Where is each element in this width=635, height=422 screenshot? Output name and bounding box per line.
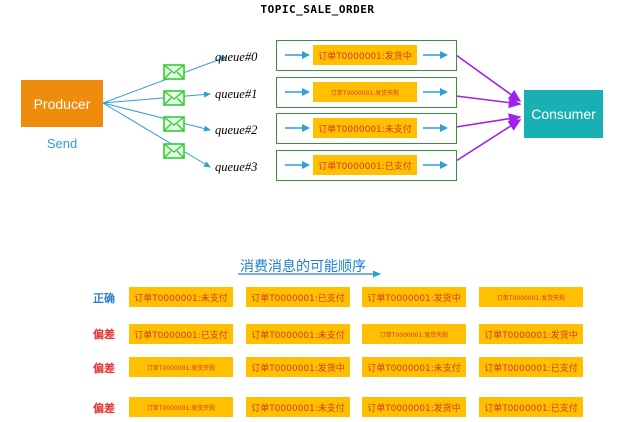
consume-line-queue1 xyxy=(455,95,522,109)
producer-label: Producer xyxy=(33,95,91,112)
order-cell: 订单T0000001:已支付 xyxy=(479,397,583,417)
order-cell: 订单T0000001:发货失败 xyxy=(362,324,466,344)
order-cell: 订单T0000001:未支付 xyxy=(246,324,350,344)
arrow-right-icon xyxy=(285,124,310,132)
arrow-right-icon xyxy=(423,51,448,59)
order-cell: 订单T0000001:发货失败 xyxy=(129,397,233,417)
diagram-title: TOPIC_SALE_ORDER xyxy=(260,3,375,16)
consume-line-queue3 xyxy=(455,119,522,162)
order-cell: 订单T0000001:已支付 xyxy=(479,357,583,377)
queue-box-0: 订单T0000001:发货中 xyxy=(276,40,457,71)
row-label-deviation: 偏差 xyxy=(93,362,115,375)
section-title: 消费消息的可能顺序 xyxy=(240,259,366,275)
row-label-deviation: 偏差 xyxy=(93,402,115,415)
queue-message-1: 订单T0000001:发货失败 xyxy=(313,82,417,102)
send-line-queue2 xyxy=(102,102,211,132)
arrow-right-icon xyxy=(423,88,448,96)
order-cell: 订单T0000001:发货失败 xyxy=(129,357,233,377)
consumer-node: Consumer xyxy=(524,90,603,138)
send-line-queue3 xyxy=(102,102,211,168)
send-line-queue1 xyxy=(102,91,211,104)
order-cell: 订单T0000001:发货中 xyxy=(246,357,350,377)
queue-box-3: 订单T0000001:已支付 xyxy=(276,150,457,181)
arrow-right-icon xyxy=(285,88,310,96)
order-cell: 订单T0000001:已支付 xyxy=(129,324,233,344)
queue-message-3: 订单T0000001:已支付 xyxy=(313,155,417,175)
queue-box-1: 订单T0000001:发货失败 xyxy=(276,77,457,108)
arrow-right-icon xyxy=(285,51,310,59)
order-cell: 订单T0000001:发货中 xyxy=(479,324,583,344)
send-label: Send xyxy=(46,136,78,151)
order-cell: 订单T0000001:发货中 xyxy=(362,287,466,307)
envelope-icon xyxy=(163,143,185,159)
order-cell: 订单T0000001:未支付 xyxy=(129,287,233,307)
consume-line-queue2 xyxy=(455,113,522,128)
envelope-icon xyxy=(163,116,185,132)
queue-message-2: 订单T0000001:未支付 xyxy=(313,118,417,138)
queue-label-3: queue#3 xyxy=(215,160,258,174)
order-cell: 订单T0000001:发货中 xyxy=(362,397,466,417)
order-cell: 订单T0000001:未支付 xyxy=(246,397,350,417)
order-cell: 订单T0000001:发货失败 xyxy=(479,287,583,307)
order-cell: 订单T0000001:已支付 xyxy=(246,287,350,307)
producer-node: Producer xyxy=(21,80,103,127)
queue-label-1: queue#1 xyxy=(215,87,258,101)
envelope-icon xyxy=(163,90,185,106)
row-label-deviation: 偏差 xyxy=(93,328,115,341)
consumer-label: Consumer xyxy=(531,106,596,122)
arrow-right-icon xyxy=(423,161,448,169)
send-line-queue0 xyxy=(102,56,227,104)
queue-label-2: queue#2 xyxy=(215,123,258,137)
arrow-right-icon xyxy=(423,124,448,132)
arrow-right-icon xyxy=(285,161,310,169)
queue-box-2: 订单T0000001:未支付 xyxy=(276,113,457,144)
order-cell: 订单T0000001:未支付 xyxy=(362,357,466,377)
row-label-correct: 正确 xyxy=(93,292,115,305)
queue-label-0: queue#0 xyxy=(215,50,258,64)
envelope-icon xyxy=(163,64,185,80)
consume-line-queue0 xyxy=(455,54,522,102)
queue-message-0: 订单T0000001:发货中 xyxy=(313,45,417,65)
